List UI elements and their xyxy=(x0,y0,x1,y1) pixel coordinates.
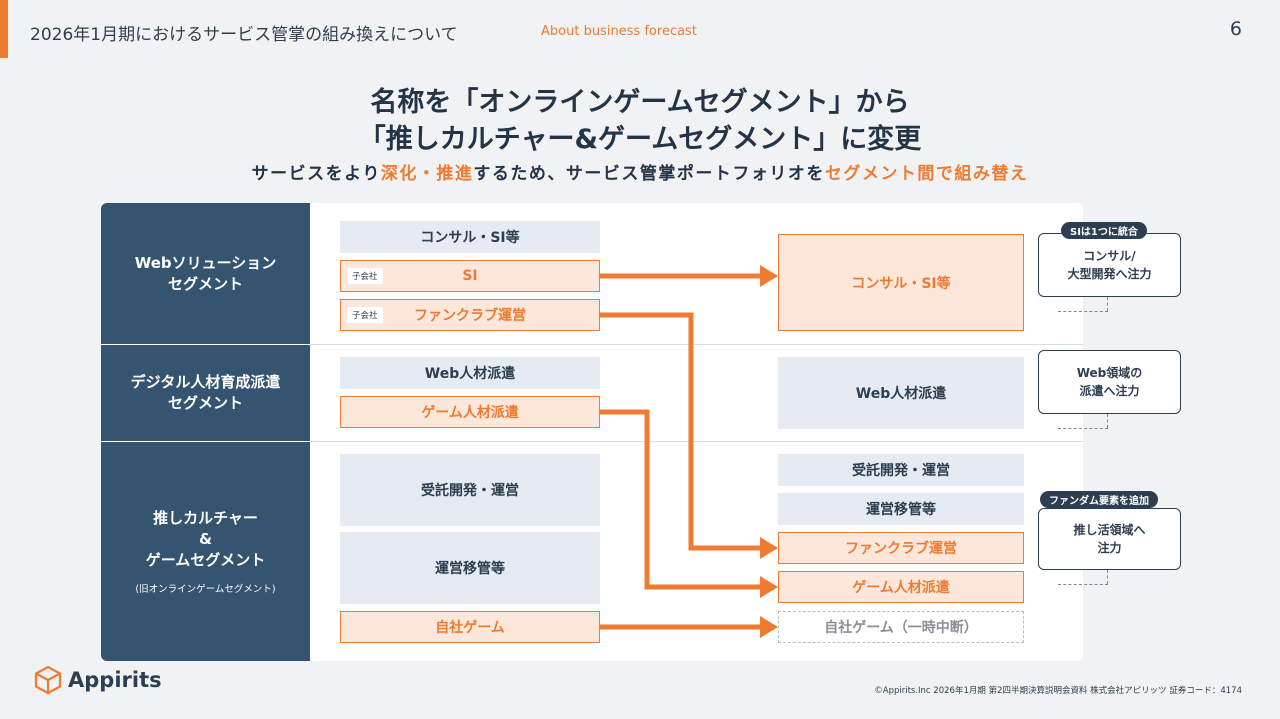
header-accent-bar xyxy=(0,0,8,58)
header-subtitle: About business forecast xyxy=(541,24,697,39)
before-si: 子会社 SI xyxy=(340,260,600,292)
after-ikan: 運営移管等 xyxy=(778,493,1024,525)
row-divider xyxy=(310,344,1083,345)
lead-text: サービスをより深化・推進するため、サービス管掌ポートフォリオをセグメント間で組み… xyxy=(0,159,1280,184)
arrow-fanclub xyxy=(600,312,762,551)
callout-line: Web領域の xyxy=(1076,366,1143,380)
after-fanclub: ファンクラブ運営 xyxy=(778,532,1024,564)
callout-connector xyxy=(1058,428,1108,429)
callout-connector xyxy=(1107,414,1108,428)
page-number: 6 xyxy=(1229,18,1242,40)
footer-copyright: ©Appirits.Inc 2026年1月期 第2四半期決算説明会資料 株式会社… xyxy=(874,686,1242,696)
arrowhead xyxy=(760,616,778,638)
callout-line: コンサル/ xyxy=(1083,249,1136,263)
callout-line: 推し活領域へ xyxy=(1073,523,1146,537)
callout-line: 派遣へ注力 xyxy=(1079,384,1140,398)
segment-web-solution: Webソリューション セグメント xyxy=(101,203,310,344)
headline-line-1: 名称を「オンラインゲームセグメント」から xyxy=(370,87,910,118)
before-fanclub-label: ファンクラブ運営 xyxy=(414,308,526,324)
before-ikan: 運営移管等 xyxy=(340,532,600,604)
arrowhead xyxy=(760,265,778,287)
lead-part-1: サービスをより xyxy=(251,164,381,184)
lead-highlight-2: セグメント間で組み替え xyxy=(824,164,1029,184)
appirits-logo: Appirits xyxy=(34,665,162,695)
box-logo-icon xyxy=(34,665,62,695)
before-consul-si: コンサル・SI等 xyxy=(340,221,600,253)
subsidiary-tag: 子会社 xyxy=(347,268,383,284)
callout-connector xyxy=(1107,297,1108,311)
callout-connector xyxy=(1107,570,1108,584)
arrow-game-haken xyxy=(600,409,762,590)
before-game-haken: ゲーム人材派遣 xyxy=(340,396,600,428)
callout-si-integration: コンサル/大型開発へ注力 xyxy=(1038,233,1181,297)
logo-text: Appirits xyxy=(68,668,162,692)
segment-name-line: Webソリューション xyxy=(134,253,277,272)
callout-line: 注力 xyxy=(1097,541,1122,555)
callout-pill: ファンダム要素を追加 xyxy=(1040,491,1158,508)
after-web-haken: Web人材派遣 xyxy=(778,357,1024,429)
segment-digital-talent: デジタル人材育成派遣 セグメント xyxy=(101,345,310,441)
callout-line: 大型開発へ注力 xyxy=(1067,267,1152,281)
segment-name-line: ゲームセグメント xyxy=(145,551,266,569)
callout-pill: SIは1つに統合 xyxy=(1061,222,1147,239)
before-si-label: SI xyxy=(462,268,478,284)
callout-web-haken: Web領域の派遣へ注力 xyxy=(1038,350,1181,414)
after-jutaku: 受託開発・運営 xyxy=(778,454,1024,486)
segment-name-line: デジタル人材育成派遣 xyxy=(130,373,281,391)
segment-name-line: セグメント xyxy=(167,394,243,412)
segment-name-line: 推しカルチャー xyxy=(153,509,258,527)
segment-name-amp: & xyxy=(198,530,213,548)
before-jisha-game: 自社ゲーム xyxy=(340,611,600,643)
segment-oshi-culture-game: 推しカルチャー & ゲームセグメント (旧オンラインゲームセグメント) xyxy=(101,442,310,661)
lead-part-2: するため、サービス管掌ポートフォリオを xyxy=(473,164,825,184)
segment-name-line: セグメント xyxy=(167,274,243,293)
header-title: 2026年1月期におけるサービス管掌の組み換えについて xyxy=(30,25,458,45)
callout-fandom: 推し活領域へ注力 xyxy=(1038,508,1181,570)
callout-connector xyxy=(1058,311,1108,312)
lead-highlight-1: 深化・推進 xyxy=(380,164,474,184)
segment-former-name: (旧オンラインゲームセグメント) xyxy=(135,584,276,595)
before-fanclub: 子会社 ファンクラブ運営 xyxy=(340,299,600,331)
after-jisha-game-paused: 自社ゲーム（一時中断） xyxy=(778,611,1024,643)
arrowhead xyxy=(760,576,778,598)
before-web-haken: Web人材派遣 xyxy=(340,357,600,389)
subsidiary-tag: 子会社 xyxy=(347,307,383,323)
headline-line-2: 「推しカルチャー&ゲームセグメント」に変更 xyxy=(358,124,922,155)
before-jutaku: 受託開発・運営 xyxy=(340,454,600,526)
after-consul-si: コンサル・SI等 xyxy=(778,234,1024,331)
after-game-haken: ゲーム人材派遣 xyxy=(778,571,1024,603)
arrowhead xyxy=(760,537,778,559)
callout-connector xyxy=(1058,584,1108,585)
row-divider xyxy=(310,441,1083,442)
